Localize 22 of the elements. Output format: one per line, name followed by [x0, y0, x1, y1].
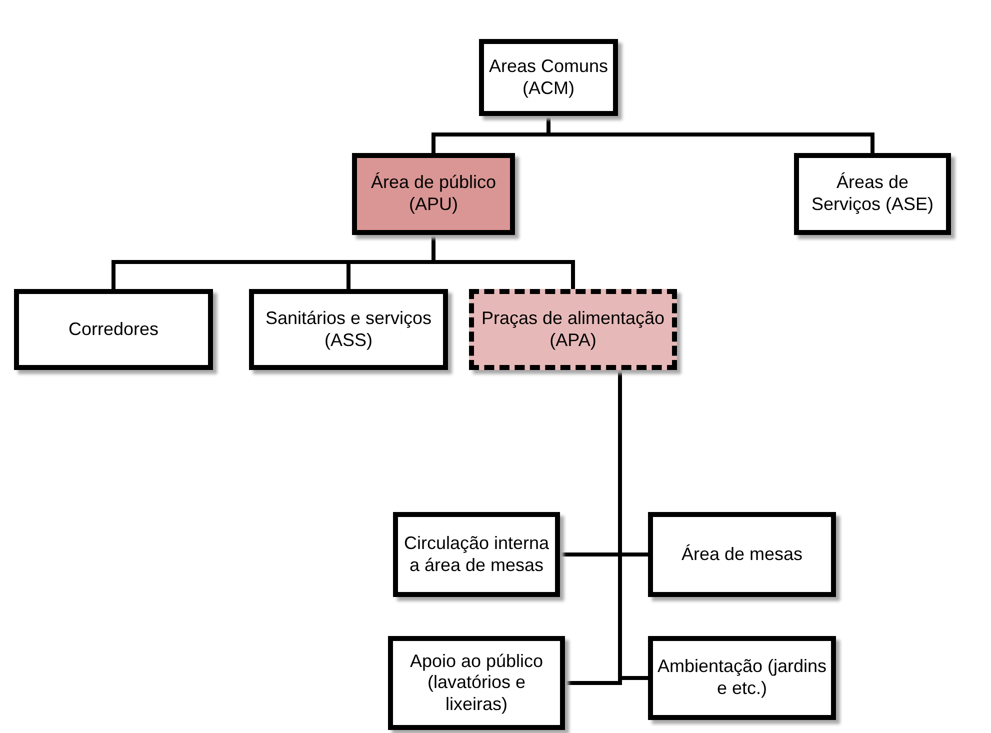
process-box — [479, 39, 618, 116]
process-box — [14, 289, 213, 370]
process-box — [648, 636, 836, 720]
node-label: Ambientação (jardins e etc.) — [656, 656, 828, 700]
process-box — [469, 289, 677, 370]
node-label: Áreas de Serviços (ASE) — [810, 172, 935, 216]
process-box — [794, 153, 951, 235]
node-label: Área de mesas — [681, 544, 803, 566]
process-box — [352, 153, 515, 235]
process-box — [388, 636, 565, 730]
node-label: Circulação interna a área de mesas — [402, 532, 550, 576]
node-label: Área de público (APU) — [370, 172, 498, 216]
node-label: Apoio ao público (lavatórios e lixeiras) — [408, 650, 544, 716]
process-box — [393, 512, 560, 597]
node-label: Corredores — [68, 318, 159, 340]
node-label: Sanitários e serviços (ASS) — [264, 308, 433, 352]
node-label: Areas Comuns (ACM) — [488, 56, 610, 100]
node-label: Praças de alimentação (APA) — [480, 308, 666, 352]
process-box — [648, 512, 836, 597]
connector-line — [618, 370, 648, 680]
connector-line — [546, 116, 874, 153]
process-box — [249, 289, 448, 370]
